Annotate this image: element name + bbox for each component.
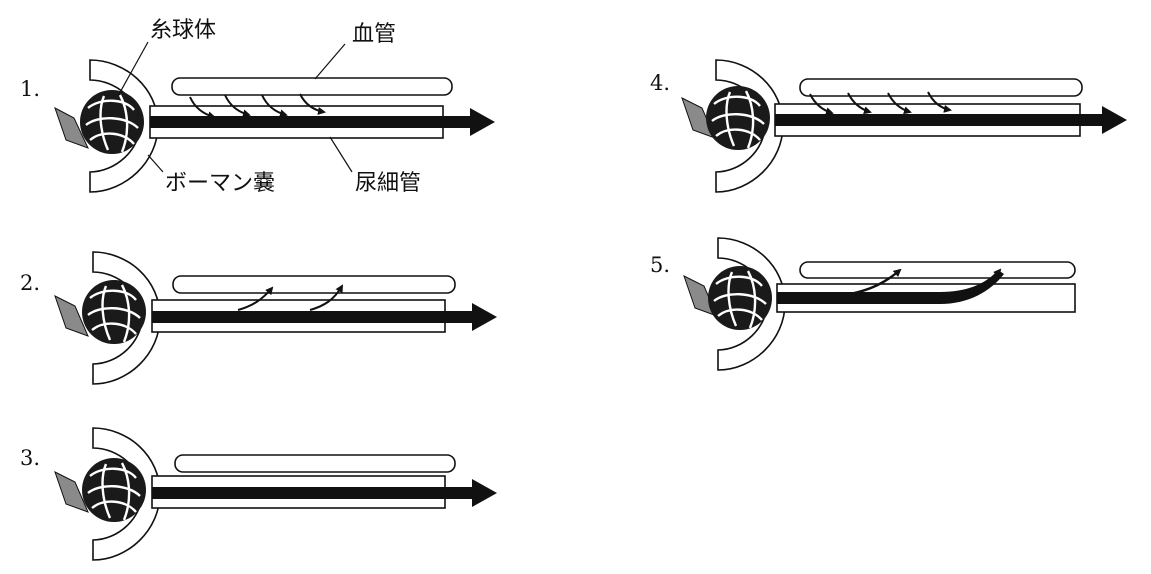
- afferent-vessel: [54, 471, 89, 513]
- filtrate-flow-arrow: [152, 303, 497, 331]
- panel-number: 3.: [20, 446, 40, 470]
- panel-number: 2.: [20, 271, 40, 295]
- secretion-arrows: [809, 91, 952, 116]
- blood-vessel: [171, 77, 453, 96]
- label-bowman-capsule: ボーマン嚢: [165, 171, 275, 196]
- reabsorption-arrows: [189, 93, 326, 120]
- panel-4: 4.: [650, 59, 1127, 193]
- label-glomerulus: 糸球体: [150, 18, 216, 43]
- reabsorption-arrows: [849, 268, 1002, 299]
- filtrate-flow-arrow: [150, 108, 495, 136]
- blood-vessel: [172, 275, 456, 294]
- blood-vessel: [174, 454, 456, 473]
- panel-5: 5.: [650, 237, 1076, 371]
- filtrate-flow-arrow: [775, 106, 1127, 134]
- label-blood-vessel: 血管: [352, 22, 396, 47]
- panel-number: 4.: [650, 71, 670, 95]
- label-renal-tubule: 尿細管: [355, 171, 421, 196]
- filtrate-flow-arrow: [152, 479, 497, 507]
- panel-number: 5.: [650, 253, 670, 277]
- glomerulus: [708, 266, 772, 330]
- reabsorption-arrows: [237, 284, 343, 311]
- panel-1: 1. 糸球体 血管 ボーマン嚢 尿細管: [20, 18, 495, 196]
- glomerulus: [82, 280, 146, 344]
- glomerulus: [706, 86, 770, 150]
- blood-vessel: [799, 78, 1083, 97]
- panel-2: 2.: [20, 251, 497, 385]
- glomerulus: [82, 458, 146, 522]
- afferent-vessel: [54, 295, 89, 337]
- afferent-vessel: [54, 106, 89, 149]
- panel-number: 1.: [20, 77, 40, 101]
- glomerulus: [80, 90, 144, 154]
- panel-3: 3.: [20, 427, 497, 561]
- blood-vessel: [799, 261, 1076, 279]
